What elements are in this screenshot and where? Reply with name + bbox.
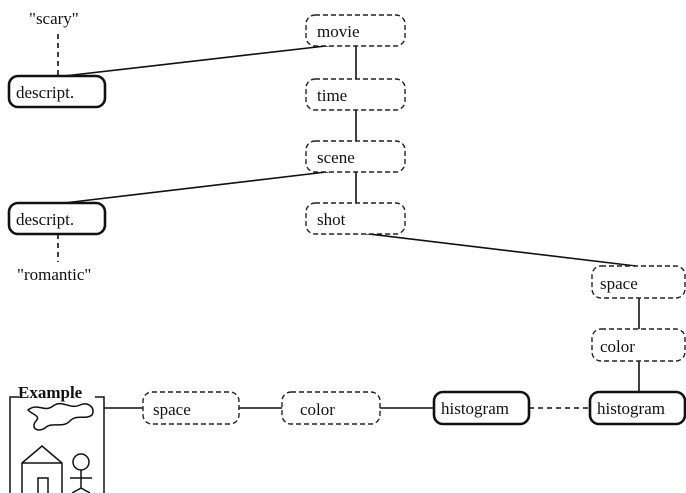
house-icon: [22, 446, 62, 493]
value-scary: "scary": [29, 9, 79, 28]
edge-shot-space-right: [352, 232, 636, 266]
node-descript-mid-label: descript.: [16, 210, 74, 229]
person-icon: [70, 454, 92, 493]
example-image: Example: [10, 383, 104, 493]
node-space-bottom: space: [143, 392, 239, 424]
example-label: Example: [18, 383, 83, 402]
node-histogram-right: histogram: [590, 392, 685, 424]
node-descript-top: descript.: [9, 76, 105, 107]
node-movie-label: movie: [317, 22, 360, 41]
node-shot-label: shot: [317, 210, 346, 229]
node-space-bottom-label: space: [153, 400, 191, 419]
node-time-label: time: [317, 86, 347, 105]
node-color-bottom: color: [282, 392, 380, 424]
node-scene-label: scene: [317, 148, 355, 167]
value-romantic: "romantic": [17, 265, 91, 284]
node-color-right-label: color: [600, 337, 635, 356]
node-histogram-bottom-label: histogram: [441, 399, 509, 418]
node-space-right: space: [592, 266, 685, 298]
cloud-icon: [28, 404, 93, 430]
node-descript-top-label: descript.: [16, 83, 74, 102]
node-histogram-bottom: histogram: [434, 392, 529, 424]
node-shot: shot: [306, 203, 405, 234]
node-descript-mid: descript.: [9, 203, 105, 234]
node-time: time: [306, 79, 405, 110]
node-color-right: color: [592, 329, 685, 361]
node-movie: movie: [306, 15, 405, 46]
edge-movie-descript-top: [64, 44, 343, 76]
edge-scene-descript-mid: [64, 170, 343, 203]
node-space-right-label: space: [600, 274, 638, 293]
node-color-bottom-label: color: [300, 400, 335, 419]
node-histogram-right-label: histogram: [597, 399, 665, 418]
node-scene: scene: [306, 141, 405, 172]
